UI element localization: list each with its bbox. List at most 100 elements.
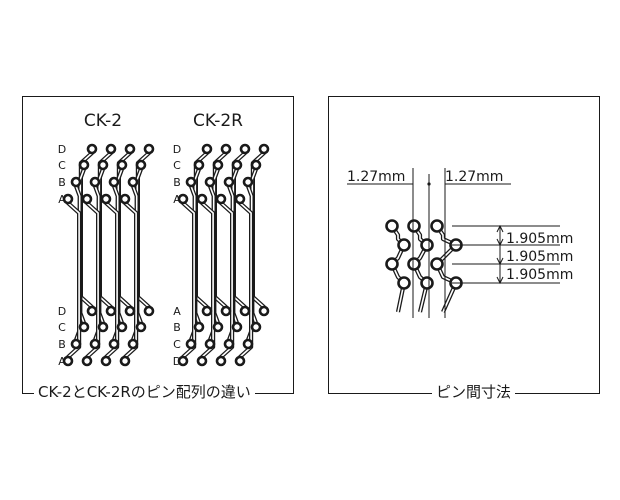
spacing-pad xyxy=(430,219,444,233)
ck2r-pad xyxy=(239,305,251,317)
ck2-top-label-d: D xyxy=(58,143,66,156)
ck2r-pad xyxy=(215,193,227,205)
ck2r-pin-block xyxy=(177,143,270,367)
ck2r-pad xyxy=(212,159,224,171)
ck2-pad xyxy=(108,176,120,188)
ck2r-pad xyxy=(212,321,224,333)
pitch-center-dot xyxy=(427,182,431,186)
dim-arrow xyxy=(496,257,504,266)
ck2-bottom-label-c: C xyxy=(58,321,66,334)
ck2r-pad xyxy=(223,338,235,350)
ck2r-trace xyxy=(237,199,254,361)
ck2r-pad xyxy=(201,305,213,317)
ck2-pad xyxy=(127,176,139,188)
ck2r-pad xyxy=(234,193,246,205)
ck2-pad xyxy=(119,355,131,367)
spacing-pad xyxy=(430,257,444,271)
ck2-pad xyxy=(62,193,74,205)
row-dim-2-text: 1.905mm xyxy=(506,249,573,265)
ck2r-pad xyxy=(231,159,243,171)
ck2-pad xyxy=(81,193,93,205)
spacing-pad xyxy=(420,276,434,290)
ck2r-pad xyxy=(177,193,189,205)
right-panel-caption: ピン間寸法 xyxy=(432,383,516,401)
pin-spacing-detail xyxy=(347,168,560,318)
ck2r-bottom-label-b: B xyxy=(173,321,181,334)
ck2-pad xyxy=(89,338,101,350)
ck2r-pad xyxy=(258,305,270,317)
ck2r-trace xyxy=(218,199,235,361)
dim-arrow xyxy=(496,276,504,285)
ck2-title: CK-2 xyxy=(84,111,122,131)
ck2-pad xyxy=(62,355,74,367)
ck2r-top-label-b: B xyxy=(173,176,181,189)
pitch-dim-right-text: 1.27mm xyxy=(445,169,503,185)
spacing-pad xyxy=(420,238,434,252)
ck2r-pad xyxy=(193,159,205,171)
ck2-pad xyxy=(143,143,155,155)
ck2-trace xyxy=(84,199,101,361)
ck2-pad xyxy=(86,143,98,155)
ck2r-pad xyxy=(193,321,205,333)
ck2r-pad xyxy=(223,176,235,188)
ck2-pad xyxy=(105,143,117,155)
ck2-top-label-a: A xyxy=(58,193,66,206)
ck2r-pad xyxy=(239,143,251,155)
ck2r-pad xyxy=(177,355,189,367)
ck2r-trace xyxy=(180,199,197,361)
spacing-pad xyxy=(397,238,411,252)
ck2r-title: CK-2R xyxy=(193,111,243,131)
ck2-pad xyxy=(100,355,112,367)
ck2-pad xyxy=(135,321,147,333)
ck2r-bottom-label-a: A xyxy=(173,305,181,318)
ck2-pad xyxy=(70,338,82,350)
ck2r-pad xyxy=(242,176,254,188)
ck2-bottom-label-d: D xyxy=(58,305,66,318)
ck2r-top-label-a: A xyxy=(173,193,181,206)
spacing-pad xyxy=(385,219,399,233)
ck2-pad xyxy=(78,321,90,333)
ck2r-top-label-d: D xyxy=(173,143,181,156)
ck2-pad xyxy=(135,159,147,171)
ck2r-pad xyxy=(234,355,246,367)
ck2-pad xyxy=(78,159,90,171)
ck2-pad xyxy=(116,321,128,333)
dim-arrow xyxy=(496,224,504,233)
dim-arrow xyxy=(496,238,504,247)
ck2-bottom-label-b: B xyxy=(58,338,66,351)
ck2-pad xyxy=(100,193,112,205)
spacing-pad xyxy=(407,219,421,233)
ck2r-pad xyxy=(204,338,216,350)
ck2-pad xyxy=(143,305,155,317)
spacing-pad xyxy=(407,257,421,271)
ck2-top-label-c: C xyxy=(58,159,66,172)
ck2r-bottom-label-c: C xyxy=(173,338,181,351)
ck2-pad xyxy=(105,305,117,317)
ck2r-pad xyxy=(204,176,216,188)
row-dim-1-text: 1.905mm xyxy=(506,231,573,247)
ck2-top-label-b: B xyxy=(58,176,66,189)
ck2-pin-block xyxy=(62,143,155,367)
ck2r-pad xyxy=(215,355,227,367)
ck2r-pad xyxy=(185,338,197,350)
ck2r-pad xyxy=(196,355,208,367)
row-dim-3-text: 1.905mm xyxy=(506,267,573,283)
ck2-pad xyxy=(108,338,120,350)
ck2-trace xyxy=(122,199,139,361)
ck2-pad xyxy=(124,305,136,317)
spacing-pad xyxy=(385,257,399,271)
ck2-pad xyxy=(70,176,82,188)
ck2-pad xyxy=(116,159,128,171)
ck2r-pad xyxy=(258,143,270,155)
ck2r-pad xyxy=(196,193,208,205)
ck2-pad xyxy=(89,176,101,188)
ck2r-trace xyxy=(199,199,216,361)
ck2r-bottom-label-d: D xyxy=(173,355,181,368)
ck2r-pad xyxy=(242,338,254,350)
ck2r-pad xyxy=(201,143,213,155)
ck2-pad xyxy=(97,321,109,333)
ck2-pad xyxy=(81,355,93,367)
ck2r-pad xyxy=(231,321,243,333)
ck2r-top-label-c: C xyxy=(173,159,181,172)
